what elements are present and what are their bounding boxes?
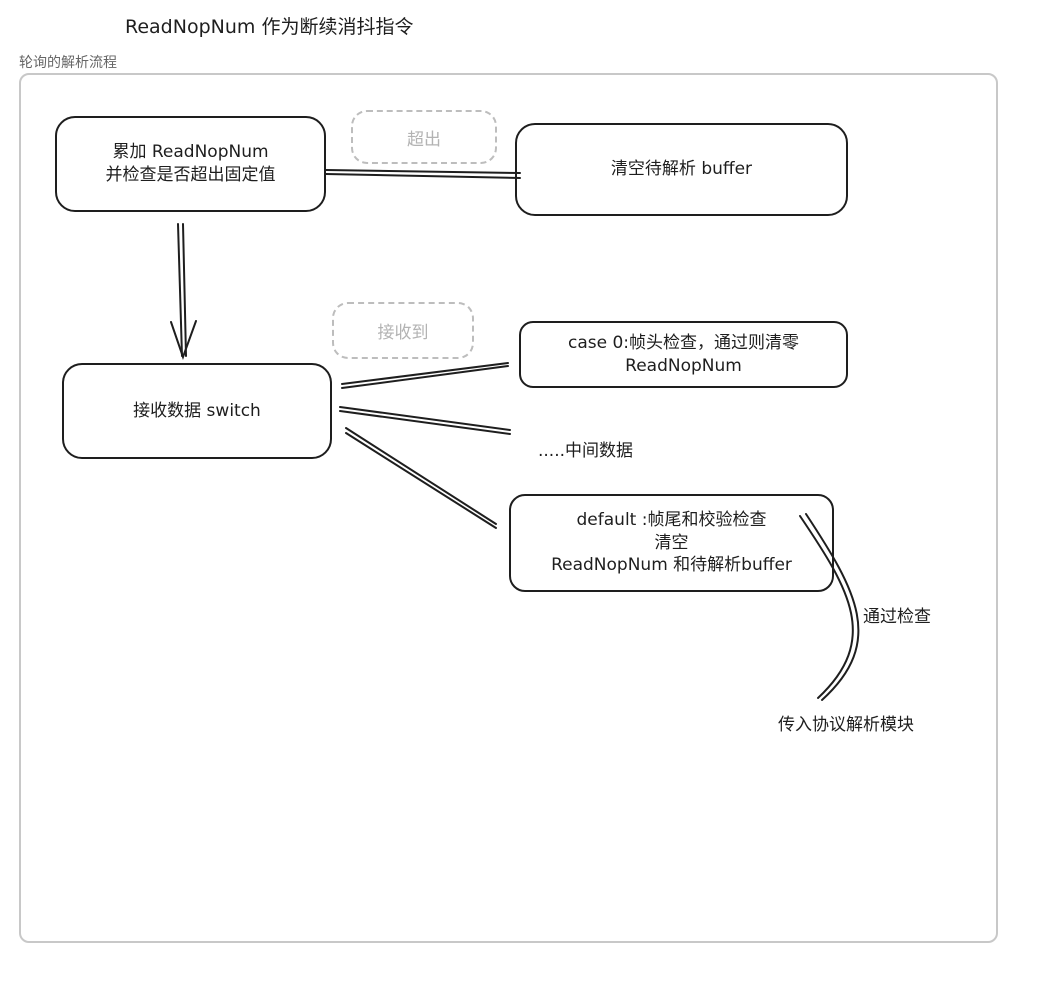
node-case0-text: case 0:帧头检查，通过则清零 ReadNopNum [567, 332, 800, 376]
node-case0[interactable]: case 0:帧头检查，通过则清零 ReadNopNum [519, 321, 848, 388]
label-middle-data[interactable]: .....中间数据 [538, 441, 634, 461]
node-accumulate-text: 累加 ReadNopNum 并检查是否超出固定值 [105, 142, 276, 185]
node-default-text: default :帧尾和校验检查 清空 ReadNopNum 和待解析buffe… [551, 509, 792, 576]
node-receive-switch-text: 接收数据 switch [133, 400, 261, 421]
connector-accumulate-to-clear [325, 169, 521, 179]
tag-received-text: 接收到 [377, 323, 429, 343]
diagram-heading: ReadNopNum 作为断续消抖指令 [125, 16, 414, 38]
node-clear-buffer-text: 清空待解析 buffer [610, 159, 753, 180]
node-accumulate-readnopnum[interactable]: 累加 ReadNopNum 并检查是否超出固定值 [55, 116, 326, 212]
connector-switch-to-middle [339, 406, 511, 435]
connector-default-to-parser [799, 513, 860, 701]
tag-received[interactable]: 接收到 [332, 302, 474, 359]
connector-switch-to-default [345, 427, 497, 529]
tag-exceed[interactable]: 超出 [351, 110, 497, 164]
connector-switch-to-case0 [341, 362, 509, 389]
diagram-frame[interactable] [19, 73, 998, 943]
node-receive-switch[interactable]: 接收数据 switch [62, 363, 332, 459]
label-pass-check[interactable]: 通过检查 [863, 607, 931, 627]
arrow-accumulate-to-switch [170, 223, 197, 361]
label-pass-to-parser[interactable]: 传入协议解析模块 [778, 715, 914, 735]
node-default[interactable]: default :帧尾和校验检查 清空 ReadNopNum 和待解析buffe… [509, 494, 834, 592]
tag-exceed-text: 超出 [407, 129, 441, 150]
frame-label: 轮询的解析流程 [19, 55, 117, 71]
node-clear-buffer[interactable]: 清空待解析 buffer [515, 123, 848, 216]
